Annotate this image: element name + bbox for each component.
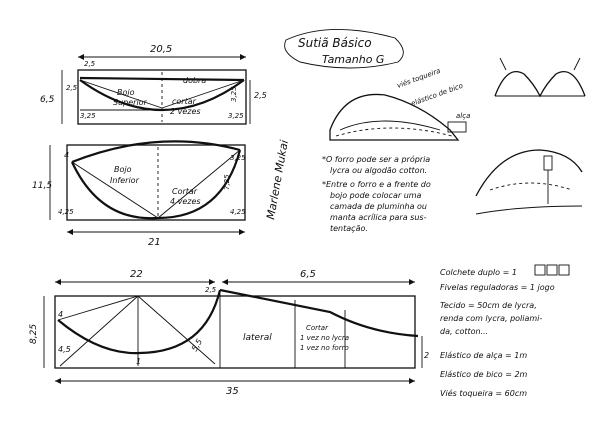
material-item: Tecido = 50cm de lycra, — [440, 301, 537, 310]
lower-right-mid: 7,25 — [223, 174, 231, 190]
band-left-low: 4,5 — [58, 345, 71, 354]
upper-curve — [79, 79, 245, 112]
label-vies: viés toqueira — [396, 67, 442, 90]
title-line-1: Sutiã Básico — [298, 36, 372, 50]
upper-diag-right — [161, 79, 245, 109]
upper-cup-piece: 20,5 dobra Bojo Superior cortar 2 vezes … — [40, 44, 267, 125]
upper-cut-1: cortar — [172, 97, 197, 106]
lower-left-height: 11,5 — [32, 181, 52, 191]
upper-right-bottom: 3,25 — [228, 112, 244, 120]
hook-icon — [546, 264, 558, 276]
upper-outline — [77, 69, 247, 125]
signature: Marlene Mukai — [264, 139, 291, 220]
band-diag-3 — [59, 295, 139, 367]
upper-name-2: Superior — [113, 98, 148, 107]
band-outline — [54, 295, 416, 369]
material-item: Colchete duplo = 1 — [440, 268, 517, 277]
lower-diag-right — [157, 149, 241, 219]
band-top-edge — [219, 288, 419, 338]
lower-width-label: 21 — [148, 237, 161, 248]
hook-icon — [534, 264, 546, 276]
lower-diag-left — [71, 161, 159, 219]
lower-cut-2: 4 vezes — [170, 197, 201, 206]
lower-left-bottom: 4,25 — [58, 208, 74, 216]
label-elastico-bico: elástico de bico — [410, 82, 464, 108]
upper-left-height: 6,5 — [40, 95, 55, 105]
band-cup-curve — [57, 289, 222, 355]
bra-front-sketch — [494, 57, 586, 98]
material-item: Elástico de alça = 1m — [440, 351, 527, 360]
material-item: renda com lycra, poliami- — [440, 314, 542, 323]
label-alca: alça — [456, 112, 470, 120]
bra-back-sketch — [475, 149, 583, 215]
band-cut-2: 1 vez no lycra — [300, 334, 349, 342]
upper-fold-label: dobra — [183, 76, 206, 85]
band-width-right: 6,5 — [300, 269, 316, 280]
band-total-label: 35 — [226, 386, 239, 397]
lower-cup-piece: Bojo Inferior Cortar 4 vezes 11,5 4 4,25… — [32, 140, 246, 248]
band-left-top: 4 — [58, 310, 63, 319]
title-line-2: Tamanho G — [322, 53, 384, 66]
lower-top-curve — [71, 140, 241, 164]
note-line: manta acrílica para sus- — [330, 213, 427, 222]
upper-left-top: 2,5 — [84, 60, 96, 68]
lower-outline — [66, 144, 246, 221]
material-item: Viés toqueira = 60cm — [440, 388, 527, 398]
note-line: tentação. — [330, 224, 368, 233]
lower-name-1: Bojo — [114, 165, 132, 174]
materials-list: Colchete duplo = 1 Fivelas reguladoras =… — [440, 264, 570, 398]
title-block: Sutiã Básico Tamanho G — [284, 29, 404, 69]
material-item: Fivelas reguladoras = 1 jogo — [440, 283, 555, 292]
title-frame — [284, 29, 404, 69]
bra-cup-side-sketch: viés toqueira elástico de bico alça — [329, 67, 470, 141]
lower-bottom-curve — [71, 149, 242, 220]
band-top-mark: 2,5 — [205, 286, 217, 294]
band-cut-3: 1 vez no forro — [300, 344, 349, 352]
upper-right-height: 2,5 — [254, 91, 267, 100]
lower-name-2: Inferior — [110, 176, 140, 185]
band-mid-mark: 5,5 — [190, 337, 204, 353]
upper-cut-2: 2 vezes — [170, 107, 201, 116]
upper-name-1: Bojo — [117, 88, 135, 97]
note-line: bojo pode colocar uma — [330, 191, 422, 200]
band-right-height: 2 — [424, 351, 429, 360]
lower-right-bottom: 4,25 — [230, 208, 246, 216]
band-piece: 22 6,5 8,25 4 4,5 1 5,5 2,5 lateral Cort… — [29, 269, 429, 397]
notes-block: *O forro pode ser a própria lycra ou alg… — [322, 154, 431, 233]
upper-width-label: 20,5 — [150, 44, 172, 55]
band-left-height: 8,25 — [29, 324, 39, 344]
lower-left-top: 4 — [64, 151, 69, 160]
lower-right-top: 3,25 — [230, 154, 246, 162]
band-cut-1: Cortar — [306, 324, 329, 332]
band-diag-1 — [57, 295, 139, 321]
upper-left-bottom: 3,25 — [80, 112, 96, 120]
note-line: camada de pluminha ou — [330, 202, 427, 211]
hook-icon — [558, 264, 570, 276]
lower-cut-1: Cortar — [172, 187, 198, 196]
band-lateral-label: lateral — [243, 333, 272, 343]
material-item: Elástico de bico = 2m — [440, 370, 528, 379]
upper-left-inner: 2,5 — [66, 84, 78, 92]
band-diag-2 — [137, 295, 216, 365]
note-line: *Entre o forro e a frente do — [322, 180, 431, 189]
band-center-mark: 1 — [136, 357, 141, 366]
upper-right-mark: 3,25 — [230, 86, 238, 102]
note-line: lycra ou algodão cotton. — [330, 166, 427, 175]
material-item: da, cotton... — [440, 327, 488, 336]
note-line: *O forro pode ser a própria — [322, 154, 430, 164]
upper-diag-left — [79, 79, 163, 109]
band-width-left: 22 — [130, 269, 143, 280]
